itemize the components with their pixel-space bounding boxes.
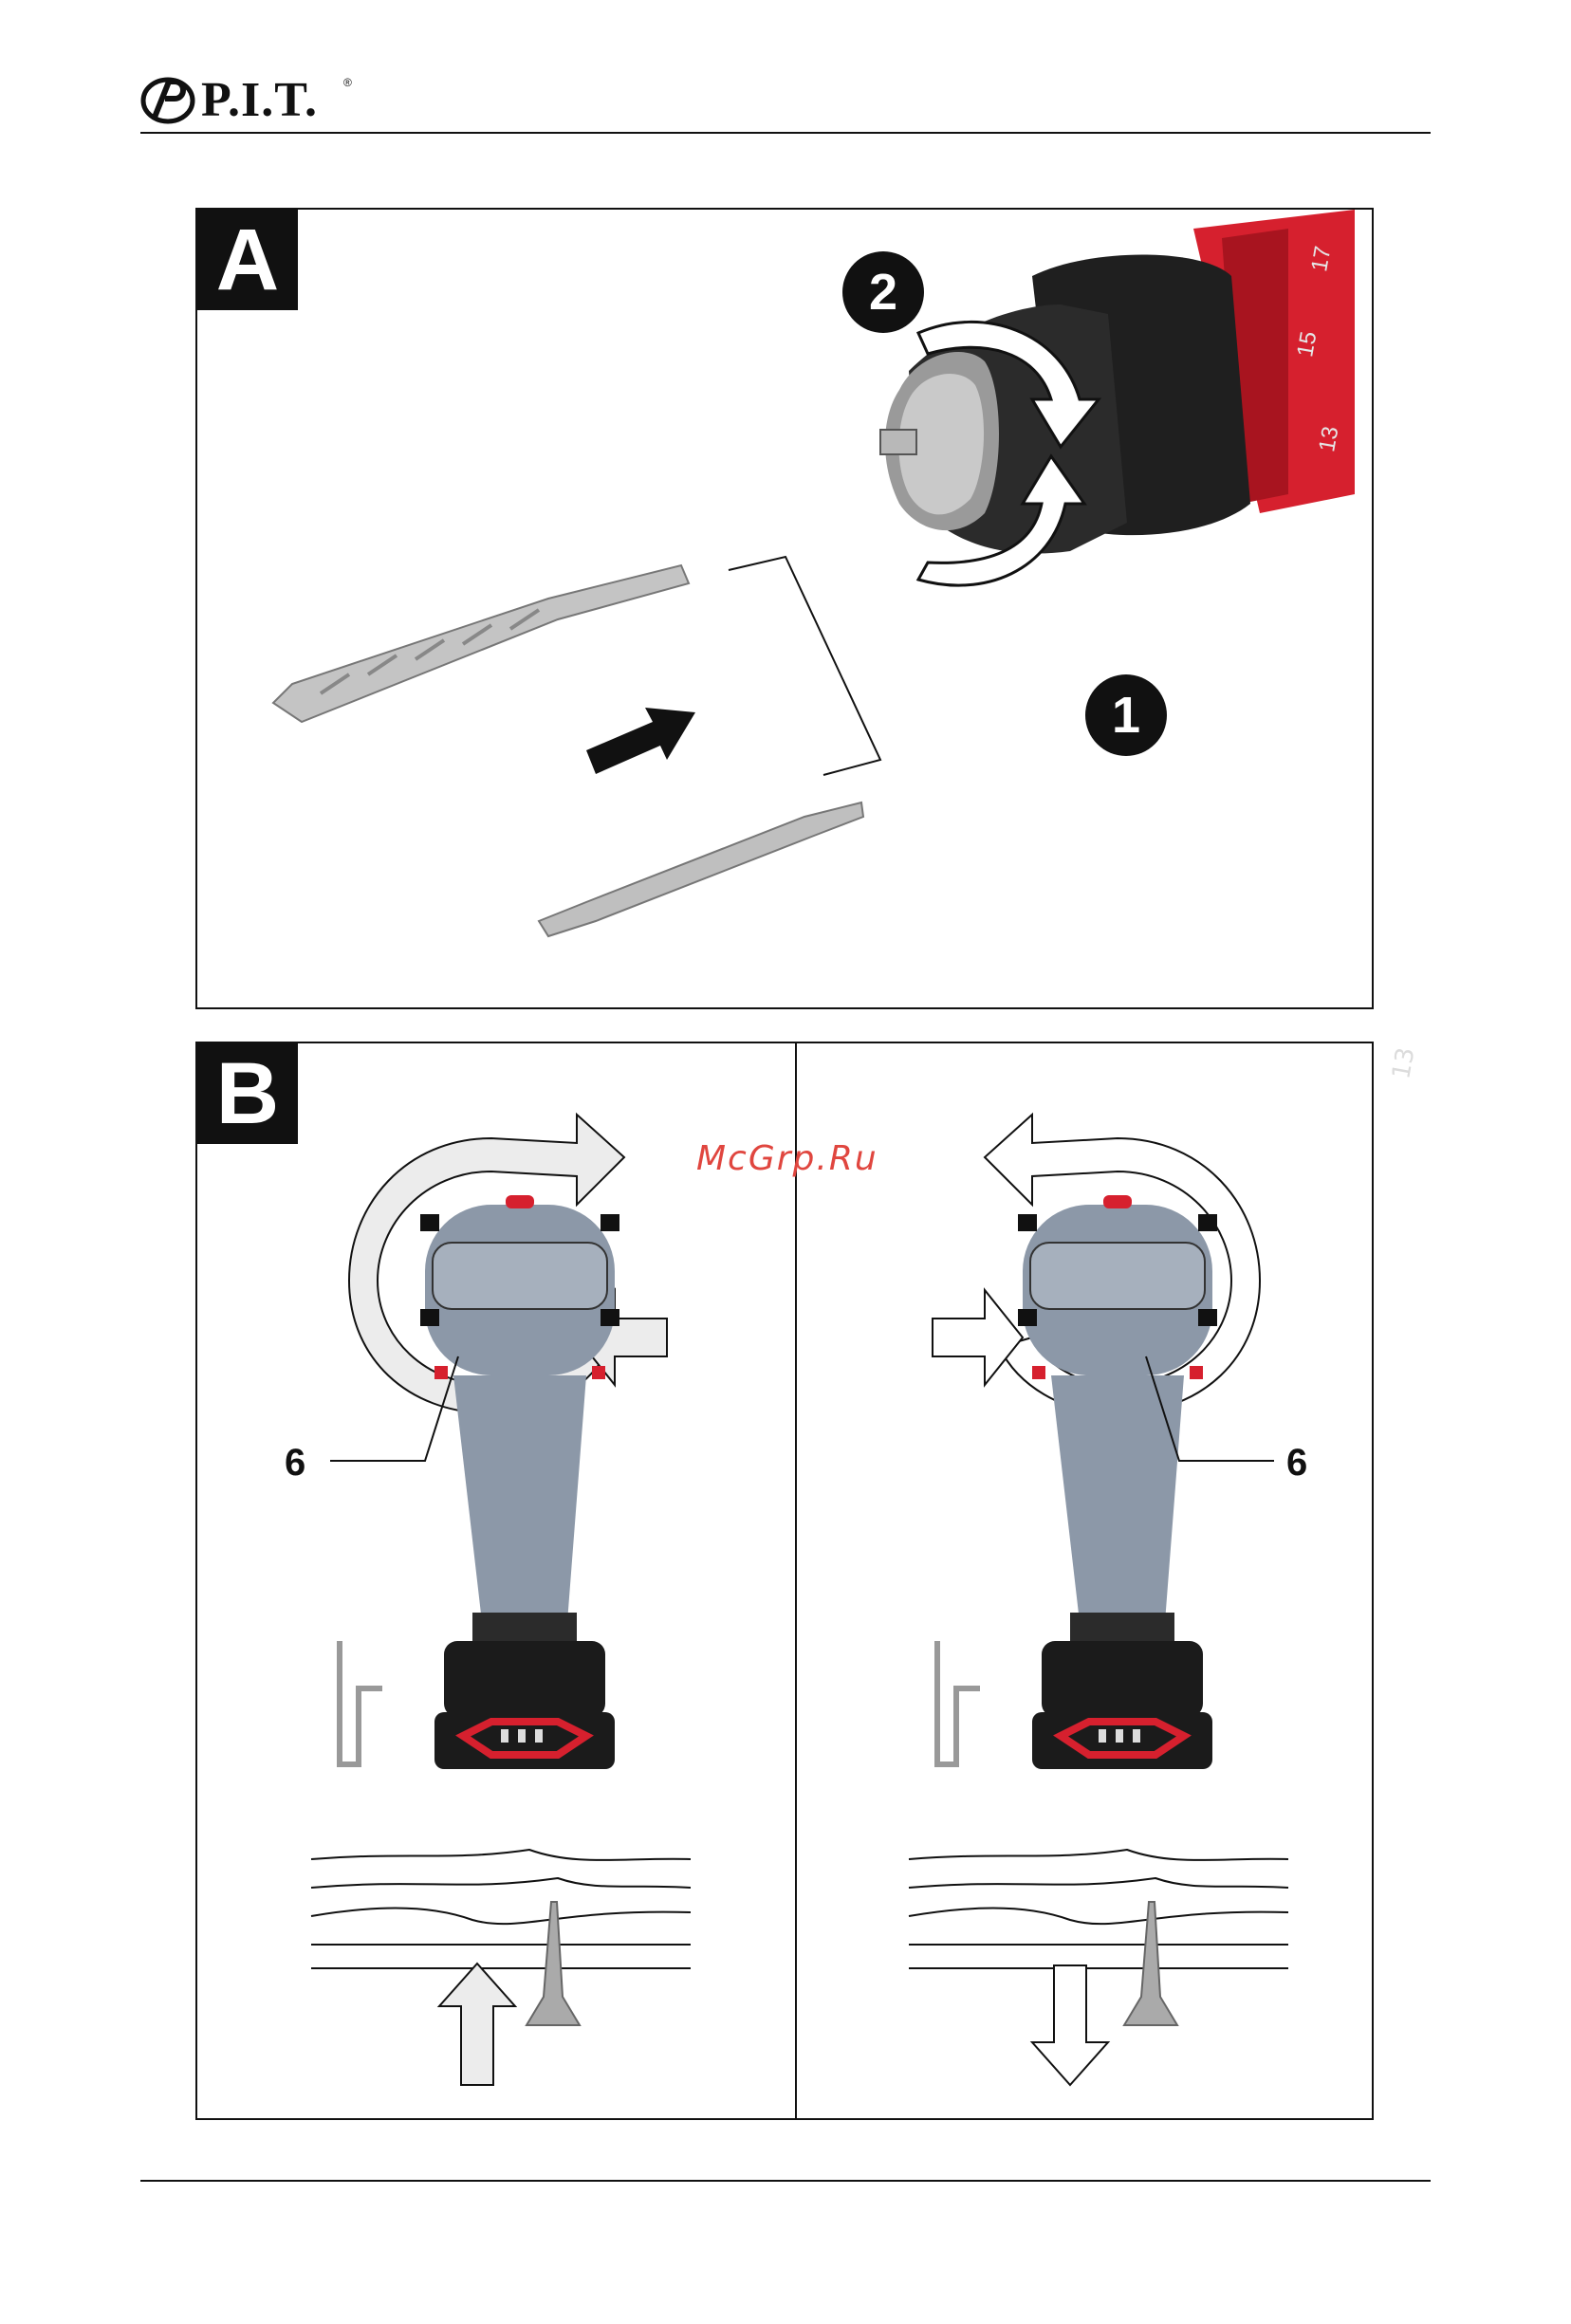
- dial-number-13: 13: [1314, 424, 1344, 453]
- insert-arrow-icon: [586, 703, 700, 779]
- logo-wordmark: P.I.T.: [201, 74, 318, 127]
- panel-b-label: B: [197, 1043, 298, 1144]
- callout-label-right: 6: [1286, 1442, 1307, 1485]
- belt-clip-right: [928, 1641, 985, 1774]
- panel-b-divider: [795, 1043, 797, 2118]
- brand-logo: P.I.T. ®: [140, 72, 387, 129]
- footer-rule: [140, 2180, 1431, 2182]
- callout-line-left: [330, 1356, 463, 1470]
- site-watermark: McGrp.Ru: [696, 1139, 878, 1178]
- screw-right: [1122, 1902, 1179, 2035]
- step-1-badge: 1: [1085, 674, 1167, 756]
- screwdriver-bit-illustration: [529, 788, 871, 940]
- drill-back-view-left: [397, 1186, 643, 1774]
- screw-left: [525, 1902, 582, 2035]
- header-rule: [140, 132, 1431, 134]
- screw-in-arrow-icon: [434, 1964, 520, 2087]
- screw-out-arrow-icon: [1027, 1964, 1113, 2087]
- belt-clip-left: [330, 1641, 387, 1774]
- dial-number: 13: [1387, 1045, 1420, 1081]
- callout-label-left: 6: [285, 1442, 305, 1485]
- wood-board-right: [909, 1850, 1288, 1973]
- selection-bracket: [729, 551, 918, 769]
- figure-panel-a: A 13 13 15 17 2 1: [195, 208, 1374, 1009]
- figure-panel-b: B 6: [195, 1042, 1374, 2120]
- rotation-arrows-icon: [909, 295, 1099, 636]
- wood-board-left: [311, 1850, 691, 1973]
- pit-emblem-icon: [140, 74, 195, 127]
- dial-number-15: 15: [1292, 329, 1322, 359]
- drill-back-view-right: [994, 1186, 1241, 1774]
- step-2-badge: 2: [842, 251, 924, 333]
- registered-mark: ®: [343, 76, 352, 89]
- panel-a-label: A: [197, 210, 298, 310]
- callout-line-right: [1146, 1356, 1279, 1470]
- dial-number-17: 17: [1306, 244, 1337, 273]
